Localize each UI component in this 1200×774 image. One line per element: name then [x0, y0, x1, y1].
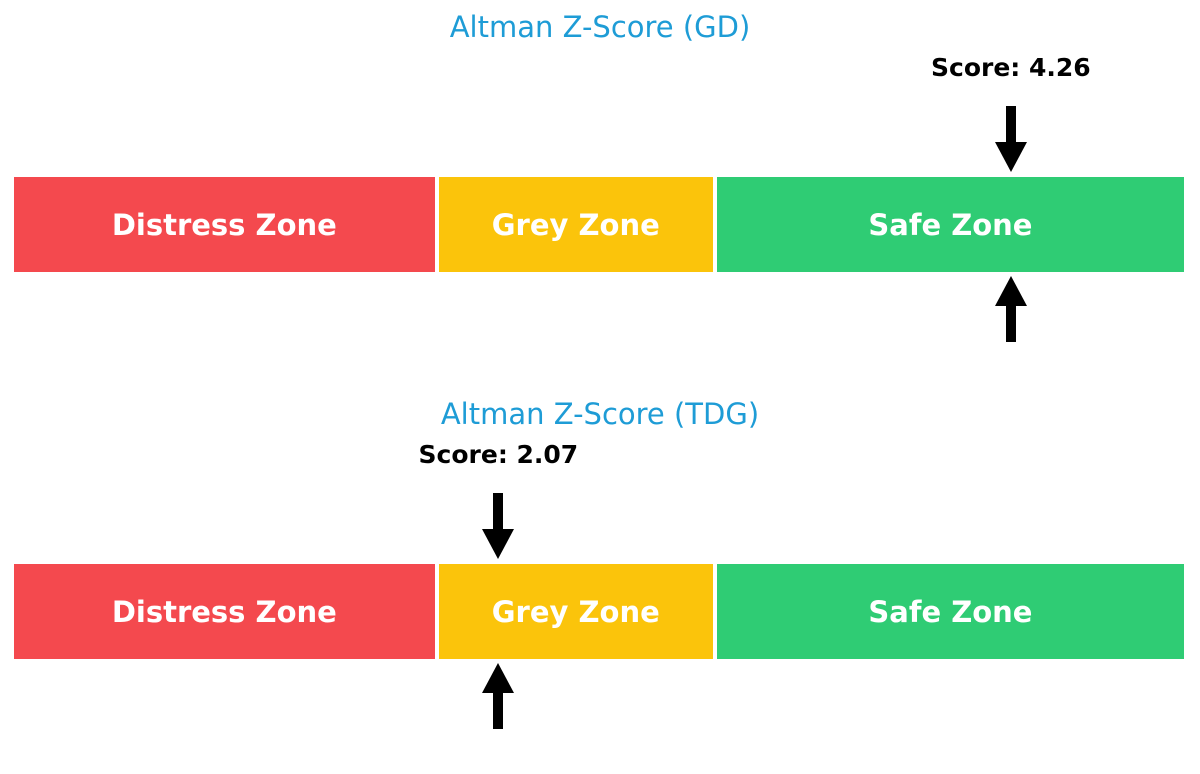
zone-distress: Distress Zone — [14, 564, 435, 659]
score-arrow-up-icon — [482, 663, 515, 729]
chart-tdg: Altman Z-Score (TDG) Score: 2.07 Distres… — [0, 387, 1200, 774]
chart-title: Altman Z-Score (TDG) — [440, 397, 760, 431]
zone-safe: Safe Zone — [716, 564, 1184, 659]
zone-distress: Distress Zone — [14, 177, 435, 272]
score-arrow-up-icon — [994, 276, 1027, 342]
zone-grey: Grey Zone — [438, 564, 713, 659]
zone-label: Safe Zone — [868, 207, 1033, 242]
zone-bar: Distress Zone Grey Zone Safe Zone — [14, 177, 1184, 272]
score-arrow-down-icon — [482, 493, 515, 559]
chart-gd: Altman Z-Score (GD) Score: 4.26 Distress… — [14, 10, 1184, 342]
score-arrow-down-icon — [994, 106, 1027, 172]
zone-label: Grey Zone — [491, 207, 660, 242]
zone-label: Safe Zone — [868, 594, 1033, 629]
zone-label: Distress Zone — [111, 594, 337, 629]
zone-label: Grey Zone — [491, 594, 660, 629]
zone-safe: Safe Zone — [716, 177, 1184, 272]
chart-title: Altman Z-Score (GD) — [449, 10, 751, 44]
score-label: Score: 4.26 — [930, 53, 1091, 82]
zone-grey: Grey Zone — [438, 177, 713, 272]
zone-bar: Distress Zone Grey Zone Safe Zone — [14, 564, 1184, 659]
zone-label: Distress Zone — [111, 207, 337, 242]
score-label: Score: 2.07 — [418, 440, 579, 469]
